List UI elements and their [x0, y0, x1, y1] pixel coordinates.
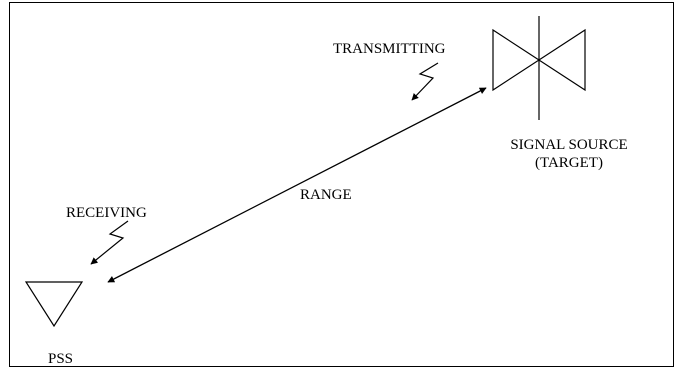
diagram-frame [9, 2, 674, 367]
transmitting-label: TRANSMITTING [333, 41, 446, 57]
range-arrow [107, 87, 487, 283]
range-label: RANGE [300, 187, 352, 203]
target-antenna-icon [492, 16, 586, 120]
receiving-label: RECEIVING [66, 205, 147, 221]
pss-antenna-icon [24, 281, 84, 328]
signal-source-line1: SIGNAL SOURCE [510, 137, 628, 153]
signal-source-label: SIGNAL SOURCE (TARGET) [484, 136, 654, 172]
pss-label: PSS [48, 351, 74, 367]
transmitting-bolt-icon [411, 62, 439, 101]
signal-source-line2: (TARGET) [535, 155, 603, 171]
receiving-bolt-icon [90, 220, 129, 265]
